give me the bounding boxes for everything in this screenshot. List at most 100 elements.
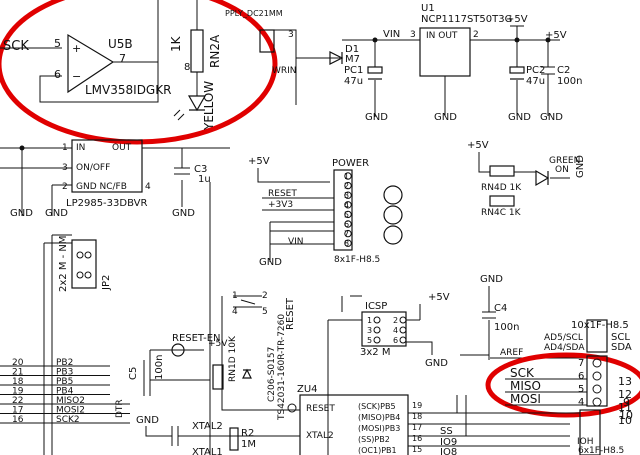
rn4d-resistor xyxy=(489,165,515,177)
ldo-out-label: OUT xyxy=(112,143,132,153)
sda-label: SDA xyxy=(611,342,632,353)
reset-section: RESET-EN C5 100n RN1D 10K +5V C206-S0157… xyxy=(128,182,300,455)
supply-jack-label: PPLY_DC21MM xyxy=(225,9,283,18)
header-arduino-pin: 12 xyxy=(618,388,632,401)
zu4-ref: ZU4 xyxy=(297,384,318,395)
header-pin-9: 9 xyxy=(623,396,630,409)
jack-wire xyxy=(274,29,297,105)
mount-hole xyxy=(383,185,403,205)
led-wires xyxy=(514,171,570,179)
icsp-pin xyxy=(373,336,381,344)
rn4c-label: RN4C 1K xyxy=(481,208,522,218)
reset-en-label: RESET-EN xyxy=(172,333,221,344)
power-pin-number: 4 xyxy=(344,201,349,210)
ad5-label: AD5/SCL xyxy=(544,333,583,343)
reset-bubble xyxy=(287,403,297,413)
opamp-part: LMV358IDGKR xyxy=(85,83,171,97)
ldo-pin2: 2 xyxy=(62,182,68,192)
header10-part: 10x1F-H8.5 xyxy=(571,320,629,331)
opamp-pin-out: 7 xyxy=(119,52,126,65)
power-pin-number: 7 xyxy=(344,230,349,239)
power-reset: RESET xyxy=(268,189,297,199)
pc2-plate xyxy=(509,66,525,74)
net-pin-number: 19 xyxy=(12,387,24,397)
d1-diode xyxy=(329,51,344,65)
power-header-part: 8x1F-H8.5 xyxy=(334,255,380,265)
sck-net-label: SCK xyxy=(510,366,535,380)
power-pin-number: 6 xyxy=(344,220,349,229)
u1-part: NCP1117ST50T3G xyxy=(421,14,512,25)
io8-label: IO8 xyxy=(440,447,457,455)
power-3v3: +3V3 xyxy=(268,200,293,210)
led-rays xyxy=(173,109,185,121)
jp2-section: 2x2 M - NM JP2 xyxy=(43,234,112,455)
ldo-onoff-label: ON/OFF xyxy=(76,163,110,173)
green-led-symbol xyxy=(535,169,550,187)
zu4-pin-label: (MOSI)PB3 xyxy=(358,424,400,433)
ldo-pin4: 4 xyxy=(145,182,151,192)
zu4-pin-number: 16 xyxy=(412,434,422,443)
gnd-label: GND xyxy=(480,274,503,285)
gnd-label: GND xyxy=(259,257,282,268)
ldo-in-label: IN xyxy=(76,143,85,153)
ldo-gnd-label: GND NC/FB xyxy=(76,182,127,192)
switch-pin: 2 xyxy=(262,291,268,301)
gnd-label: GND xyxy=(540,112,563,123)
zu4-pin-label: (SS)PB2 xyxy=(358,435,390,444)
icsp-pin xyxy=(399,326,407,334)
jp2-header xyxy=(71,239,97,289)
header-pin-number: 5 xyxy=(578,384,584,395)
icsp-sub: 3x2 M xyxy=(360,347,390,358)
icsp-pin-number: 4 xyxy=(393,326,398,335)
ss-label: SS xyxy=(440,426,453,437)
ioh-label: IOH xyxy=(577,437,594,447)
rn2a-pin: 8 xyxy=(184,62,190,73)
rn2a-ref: RN2A xyxy=(208,34,222,68)
reset-net-wires xyxy=(209,182,300,455)
ad4-label: AD4/SDA xyxy=(544,343,585,353)
jp2-wires xyxy=(43,234,72,455)
opamp-pin-plus: 5 xyxy=(54,37,61,50)
r2-label: R2 xyxy=(241,428,254,439)
power-pin-number: 1 xyxy=(344,172,349,181)
green-led-section: +5V RN4D 1K RN4C 1K GREEN ON GND xyxy=(467,140,586,218)
u1-pin2: 2 xyxy=(473,30,479,40)
pc1-value: 47u xyxy=(344,76,363,87)
rn4c-resistor xyxy=(489,195,515,207)
mount-hole xyxy=(383,225,403,245)
power-pin xyxy=(344,239,352,247)
switch-pin: 1 xyxy=(232,291,238,301)
header-highlight-ring xyxy=(485,352,640,418)
icsp-pin-number: 6 xyxy=(393,336,398,345)
rn2a-value: 1K xyxy=(169,35,183,52)
reset-diode xyxy=(242,368,252,379)
d1-label: D1 xyxy=(345,44,359,55)
pc2-label: PC2 xyxy=(526,65,545,76)
gnd-label: GND xyxy=(172,208,195,219)
r2-value: 1M xyxy=(241,439,256,450)
u1-pins-label: IN OUT xyxy=(426,31,458,41)
mosi-net-label: MOSI xyxy=(510,392,541,406)
plus5v-symbol xyxy=(510,25,524,40)
rn4d-label: RN4D 1K xyxy=(481,183,522,193)
icsp-pin xyxy=(373,316,381,324)
reset-switch-part: TS42031-160R-TR-7260 xyxy=(277,314,287,421)
ldo-output-wires xyxy=(142,147,230,207)
io9-label: IO9 xyxy=(440,437,457,448)
spi-wires xyxy=(505,378,587,406)
reset-switch xyxy=(233,295,262,308)
jp2-ref: JP2 xyxy=(101,275,112,291)
header-pin xyxy=(592,371,602,381)
zu4-pin-number: 18 xyxy=(412,412,422,421)
net-pin-number: 16 xyxy=(12,415,24,425)
zu4-pin-label: (SCK)PB5 xyxy=(358,402,396,411)
header-arduino-pin: 10 xyxy=(618,414,632,427)
mount-hole xyxy=(383,205,403,225)
zu4-pin-number: 17 xyxy=(412,423,422,432)
regulator-section: D1 M7 VIN PC1 47u GND U1 NCP1117ST50T3G … xyxy=(296,3,582,123)
xtal-wires xyxy=(145,426,262,446)
